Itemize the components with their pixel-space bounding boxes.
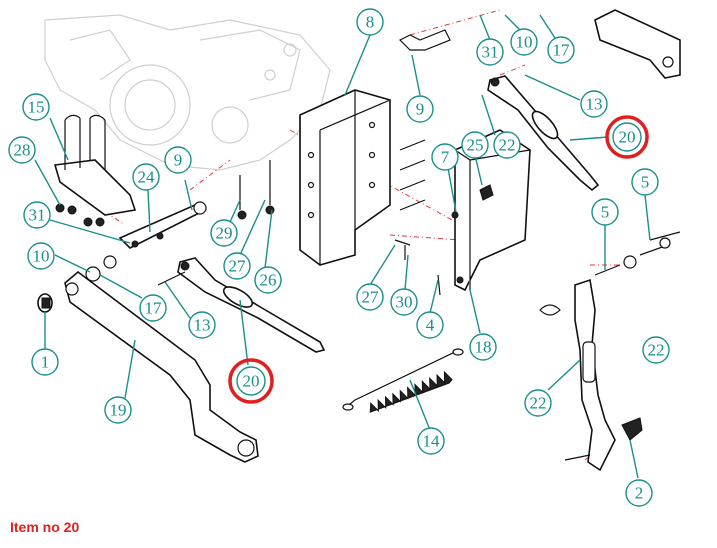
- callout-18-label: 18: [475, 338, 492, 357]
- callout-17-label: 17: [145, 299, 163, 318]
- callout-21-label: 22: [499, 136, 516, 155]
- callout-9[interactable]: 9: [164, 146, 192, 174]
- callout-5-label: 5: [601, 203, 610, 222]
- callout-25-label: 25: [467, 136, 484, 155]
- callout-14-label: 14: [423, 432, 441, 451]
- callout-27[interactable]: 27: [223, 252, 251, 280]
- callout-30-label: 30: [396, 293, 413, 312]
- callout-22[interactable]: 22: [524, 389, 552, 417]
- part-fasteners: [55, 29, 681, 461]
- callout-26-label: 26: [260, 271, 277, 290]
- highlight-ring-20-top: [605, 115, 649, 159]
- callout-10-label: 10: [33, 247, 50, 266]
- callout-31[interactable]: 31: [23, 201, 51, 229]
- part-cross-shaft: [118, 201, 207, 249]
- callout-20-label: 20: [243, 372, 260, 391]
- callout-2[interactable]: 2: [625, 479, 653, 507]
- callout-19[interactable]: 19: [104, 396, 132, 424]
- part-clip: [37, 293, 53, 313]
- callout-28-label: 28: [14, 141, 31, 160]
- part-turnbuckle-left: [177, 257, 326, 353]
- callout-9-label: 9: [174, 151, 183, 170]
- callout-1[interactable]: 1: [31, 348, 59, 376]
- callout-17[interactable]: 17: [139, 294, 167, 322]
- callout-8-label: 8: [366, 13, 375, 32]
- callout-17-top-label: 17: [553, 41, 571, 60]
- callout-9-top-label: 9: [416, 100, 425, 119]
- callout-31-top-label: 31: [482, 43, 499, 62]
- part-clip-right: [621, 417, 643, 441]
- callout-21[interactable]: 22: [493, 131, 521, 159]
- callout-24-label: 24: [138, 168, 156, 187]
- callout-10-top[interactable]: 10: [510, 28, 538, 56]
- callout-20[interactable]: 20: [236, 366, 266, 396]
- callout-20-top-label: 20: [619, 128, 636, 147]
- callout-27-mid[interactable]: 27: [356, 283, 384, 311]
- callout-8[interactable]: 8: [356, 8, 384, 36]
- callout-29-label: 29: [216, 224, 233, 243]
- callout-10-top-label: 10: [516, 33, 533, 52]
- callout-20-top[interactable]: 20: [612, 122, 642, 152]
- gearbox-housing-ghost: [44, 14, 331, 171]
- callout-13-label: 13: [194, 316, 211, 335]
- callout-13-top-label: 13: [586, 95, 603, 114]
- callout-9-top[interactable]: 9: [406, 95, 434, 123]
- part-tension-spring: [342, 348, 464, 413]
- callout-28[interactable]: 28: [8, 136, 36, 164]
- callout-17-top[interactable]: 17: [547, 36, 575, 64]
- callout-15-label: 15: [28, 98, 45, 117]
- part-top-link: [574, 278, 616, 472]
- callout-31-label: 31: [29, 206, 46, 225]
- callout-4-label: 4: [426, 316, 435, 335]
- callout-1-label: 1: [41, 353, 50, 372]
- callout-22-right[interactable]: 22: [642, 336, 670, 364]
- callout-5[interactable]: 5: [591, 198, 619, 226]
- leader-lines: [34, 14, 651, 479]
- callout-10[interactable]: 10: [27, 242, 55, 270]
- part-guard-plate: [451, 129, 531, 292]
- callout-19-label: 19: [110, 401, 127, 420]
- callout-14[interactable]: 14: [417, 427, 445, 455]
- callout-27-label: 27: [229, 257, 247, 276]
- part-turnbuckle-right: [487, 75, 600, 192]
- part-mounting-bracket: [299, 89, 391, 266]
- callout-22-right-label: 22: [648, 341, 665, 360]
- highlight-ring-20: [228, 358, 274, 404]
- callout-27-mid-label: 27: [362, 288, 380, 307]
- callout-29[interactable]: 29: [210, 219, 238, 247]
- callout-7-label: 7: [441, 148, 450, 167]
- callout-5-right-label: 5: [641, 173, 650, 192]
- part-lower-link-arm-right: [594, 9, 681, 79]
- callout-13[interactable]: 13: [188, 311, 216, 339]
- callout-25[interactable]: 25: [461, 131, 489, 159]
- callout-26[interactable]: 26: [254, 266, 282, 294]
- part-lower-link-arm: [64, 270, 259, 463]
- callout-5-right[interactable]: 5: [631, 168, 659, 196]
- parts-diagram: 8 31 10 17 9 13 20 22 25 7 5 5 15 28 9 2…: [8, 8, 681, 507]
- callout-2-label: 2: [635, 484, 644, 503]
- callout-31-top[interactable]: 31: [476, 38, 504, 66]
- callout-13-top[interactable]: 13: [580, 90, 608, 118]
- callout-4[interactable]: 4: [416, 311, 444, 339]
- callout-7[interactable]: 7: [431, 143, 459, 171]
- item-caption: Item no 20: [10, 519, 80, 535]
- callout-15[interactable]: 15: [22, 93, 50, 121]
- callout-22-label: 22: [530, 394, 547, 413]
- part-u-bolt-bracket: [53, 114, 137, 216]
- callout-30[interactable]: 30: [390, 288, 418, 316]
- callout-18[interactable]: 18: [469, 333, 497, 361]
- callout-24[interactable]: 24: [132, 163, 160, 191]
